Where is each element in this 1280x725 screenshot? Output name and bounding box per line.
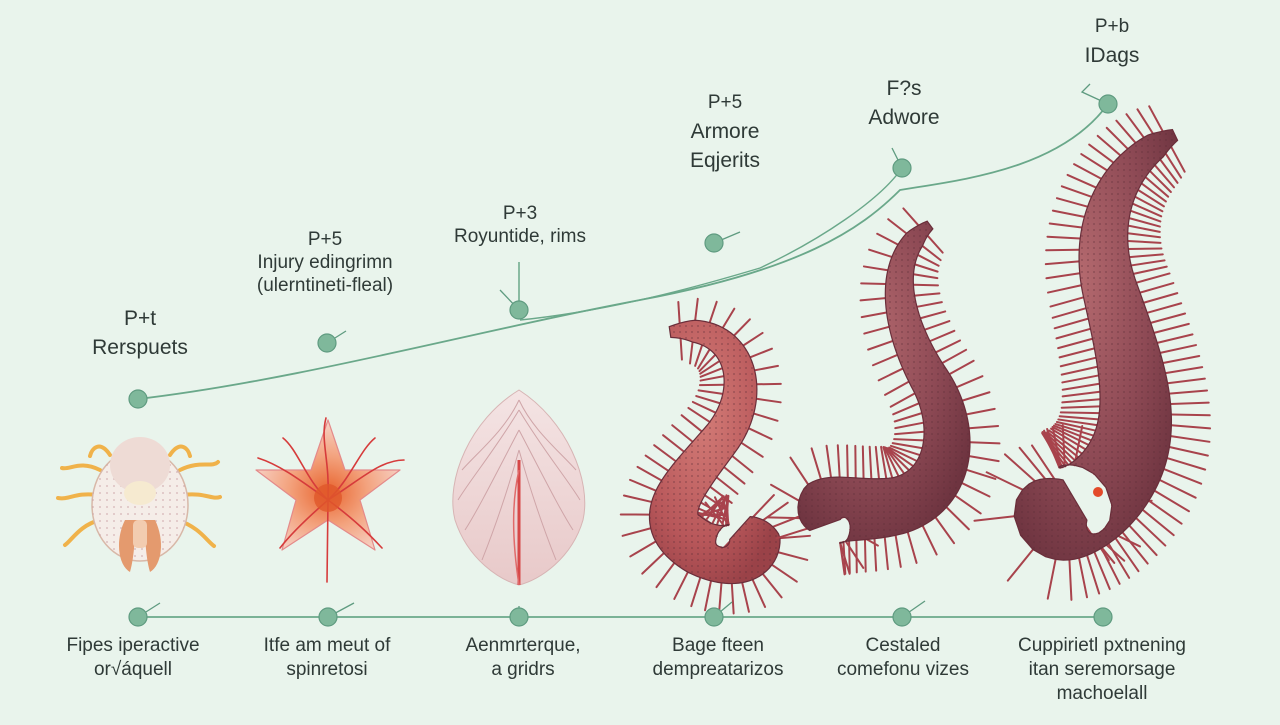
- stage-1-caption: Fipes iperactive or√áquell: [66, 634, 199, 682]
- stage-6-subtitle: IDags: [1085, 41, 1140, 70]
- stage-1-subtitle: Rerspuets: [92, 333, 188, 362]
- organism-star-flower: [256, 418, 404, 582]
- worm4-texture: [649, 320, 780, 583]
- stage-6-top-label: P+b IDags: [1085, 12, 1140, 70]
- stage-4-subtitle-2: Eqjerits: [690, 146, 760, 175]
- stage-6-caption: Cuppirietl pxtnening itan seremorsage ma…: [1018, 634, 1186, 706]
- worm6-spot: [1093, 487, 1103, 497]
- stage-3-caption-line-1: Aenmrterque,: [465, 634, 580, 658]
- stage-6-caption-line-3: machoelall: [1018, 682, 1186, 706]
- organism-medium-bristle-worm: [768, 208, 1000, 574]
- stage-2-subtitle: Injury edingrimn: [257, 251, 393, 274]
- stage-4-subtitle: Armore: [690, 117, 760, 146]
- stage-3-caption-line-2: a gridrs: [465, 658, 580, 682]
- stage-2-caption-line-1: Itfe am meut of: [264, 634, 391, 658]
- organism-small-bristle-worm: [621, 299, 810, 614]
- pin-marks: [138, 84, 1108, 617]
- stage-5-caption-line-2: comefonu vizes: [837, 658, 969, 682]
- stage-2-top-label: P+5 Injury edingrimn (ulerntineti-fleal): [257, 228, 393, 297]
- organism-tentacled-blob: [58, 437, 220, 572]
- stage-1-caption-line-1: Fipes iperactive: [66, 634, 199, 658]
- stage-2-caption-line-2: spinretosi: [264, 658, 391, 682]
- stage-4-top-label: P+5 Armore Eqjerits: [690, 88, 760, 175]
- stage-5-subtitle: Adwore: [868, 103, 939, 132]
- stage-6-caption-line-1: Cuppirietl pxtnening: [1018, 634, 1186, 658]
- stage-5-title: F?s: [868, 74, 939, 103]
- stage-1-caption-line-2: or√áquell: [66, 658, 199, 682]
- stage-4-caption: Bage fteen dempreatarizos: [653, 634, 784, 682]
- stage-4-caption-line-1: Bage fteen: [653, 634, 784, 658]
- stage-5-top-label: F?s Adwore: [868, 74, 939, 132]
- stage-4-caption-line-2: dempreatarizos: [653, 658, 784, 682]
- stage-5-caption: Cestaled comefonu vizes: [837, 634, 969, 682]
- stage-2-title: P+5: [257, 228, 393, 251]
- stage-1-top-label: P+t Rerspuets: [92, 304, 188, 362]
- stage-2-caption: Itfe am meut of spinretosi: [264, 634, 391, 682]
- stage-5-caption-line-1: Cestaled: [837, 634, 969, 658]
- stage-6-title: P+b: [1085, 12, 1140, 41]
- worm6-bristles: [974, 106, 1210, 600]
- stage-1-title: P+t: [92, 304, 188, 333]
- connector-nodes: [129, 95, 1117, 626]
- stage-3-caption: Aenmrterque, a gridrs: [465, 634, 580, 682]
- organism-large-bristle-worm: [974, 106, 1210, 600]
- stage-3-subtitle: Royuntide, rims: [454, 225, 586, 248]
- organism-feathery-leaf: [453, 390, 585, 585]
- stage-4-title: P+5: [690, 88, 760, 117]
- stage-6-caption-line-2: itan seremorsage: [1018, 658, 1186, 682]
- stage-2-subtitle-2: (ulerntineti-fleal): [257, 274, 393, 297]
- stage-3-title: P+3: [454, 202, 586, 225]
- stage-3-top-label: P+3 Royuntide, rims: [454, 202, 586, 248]
